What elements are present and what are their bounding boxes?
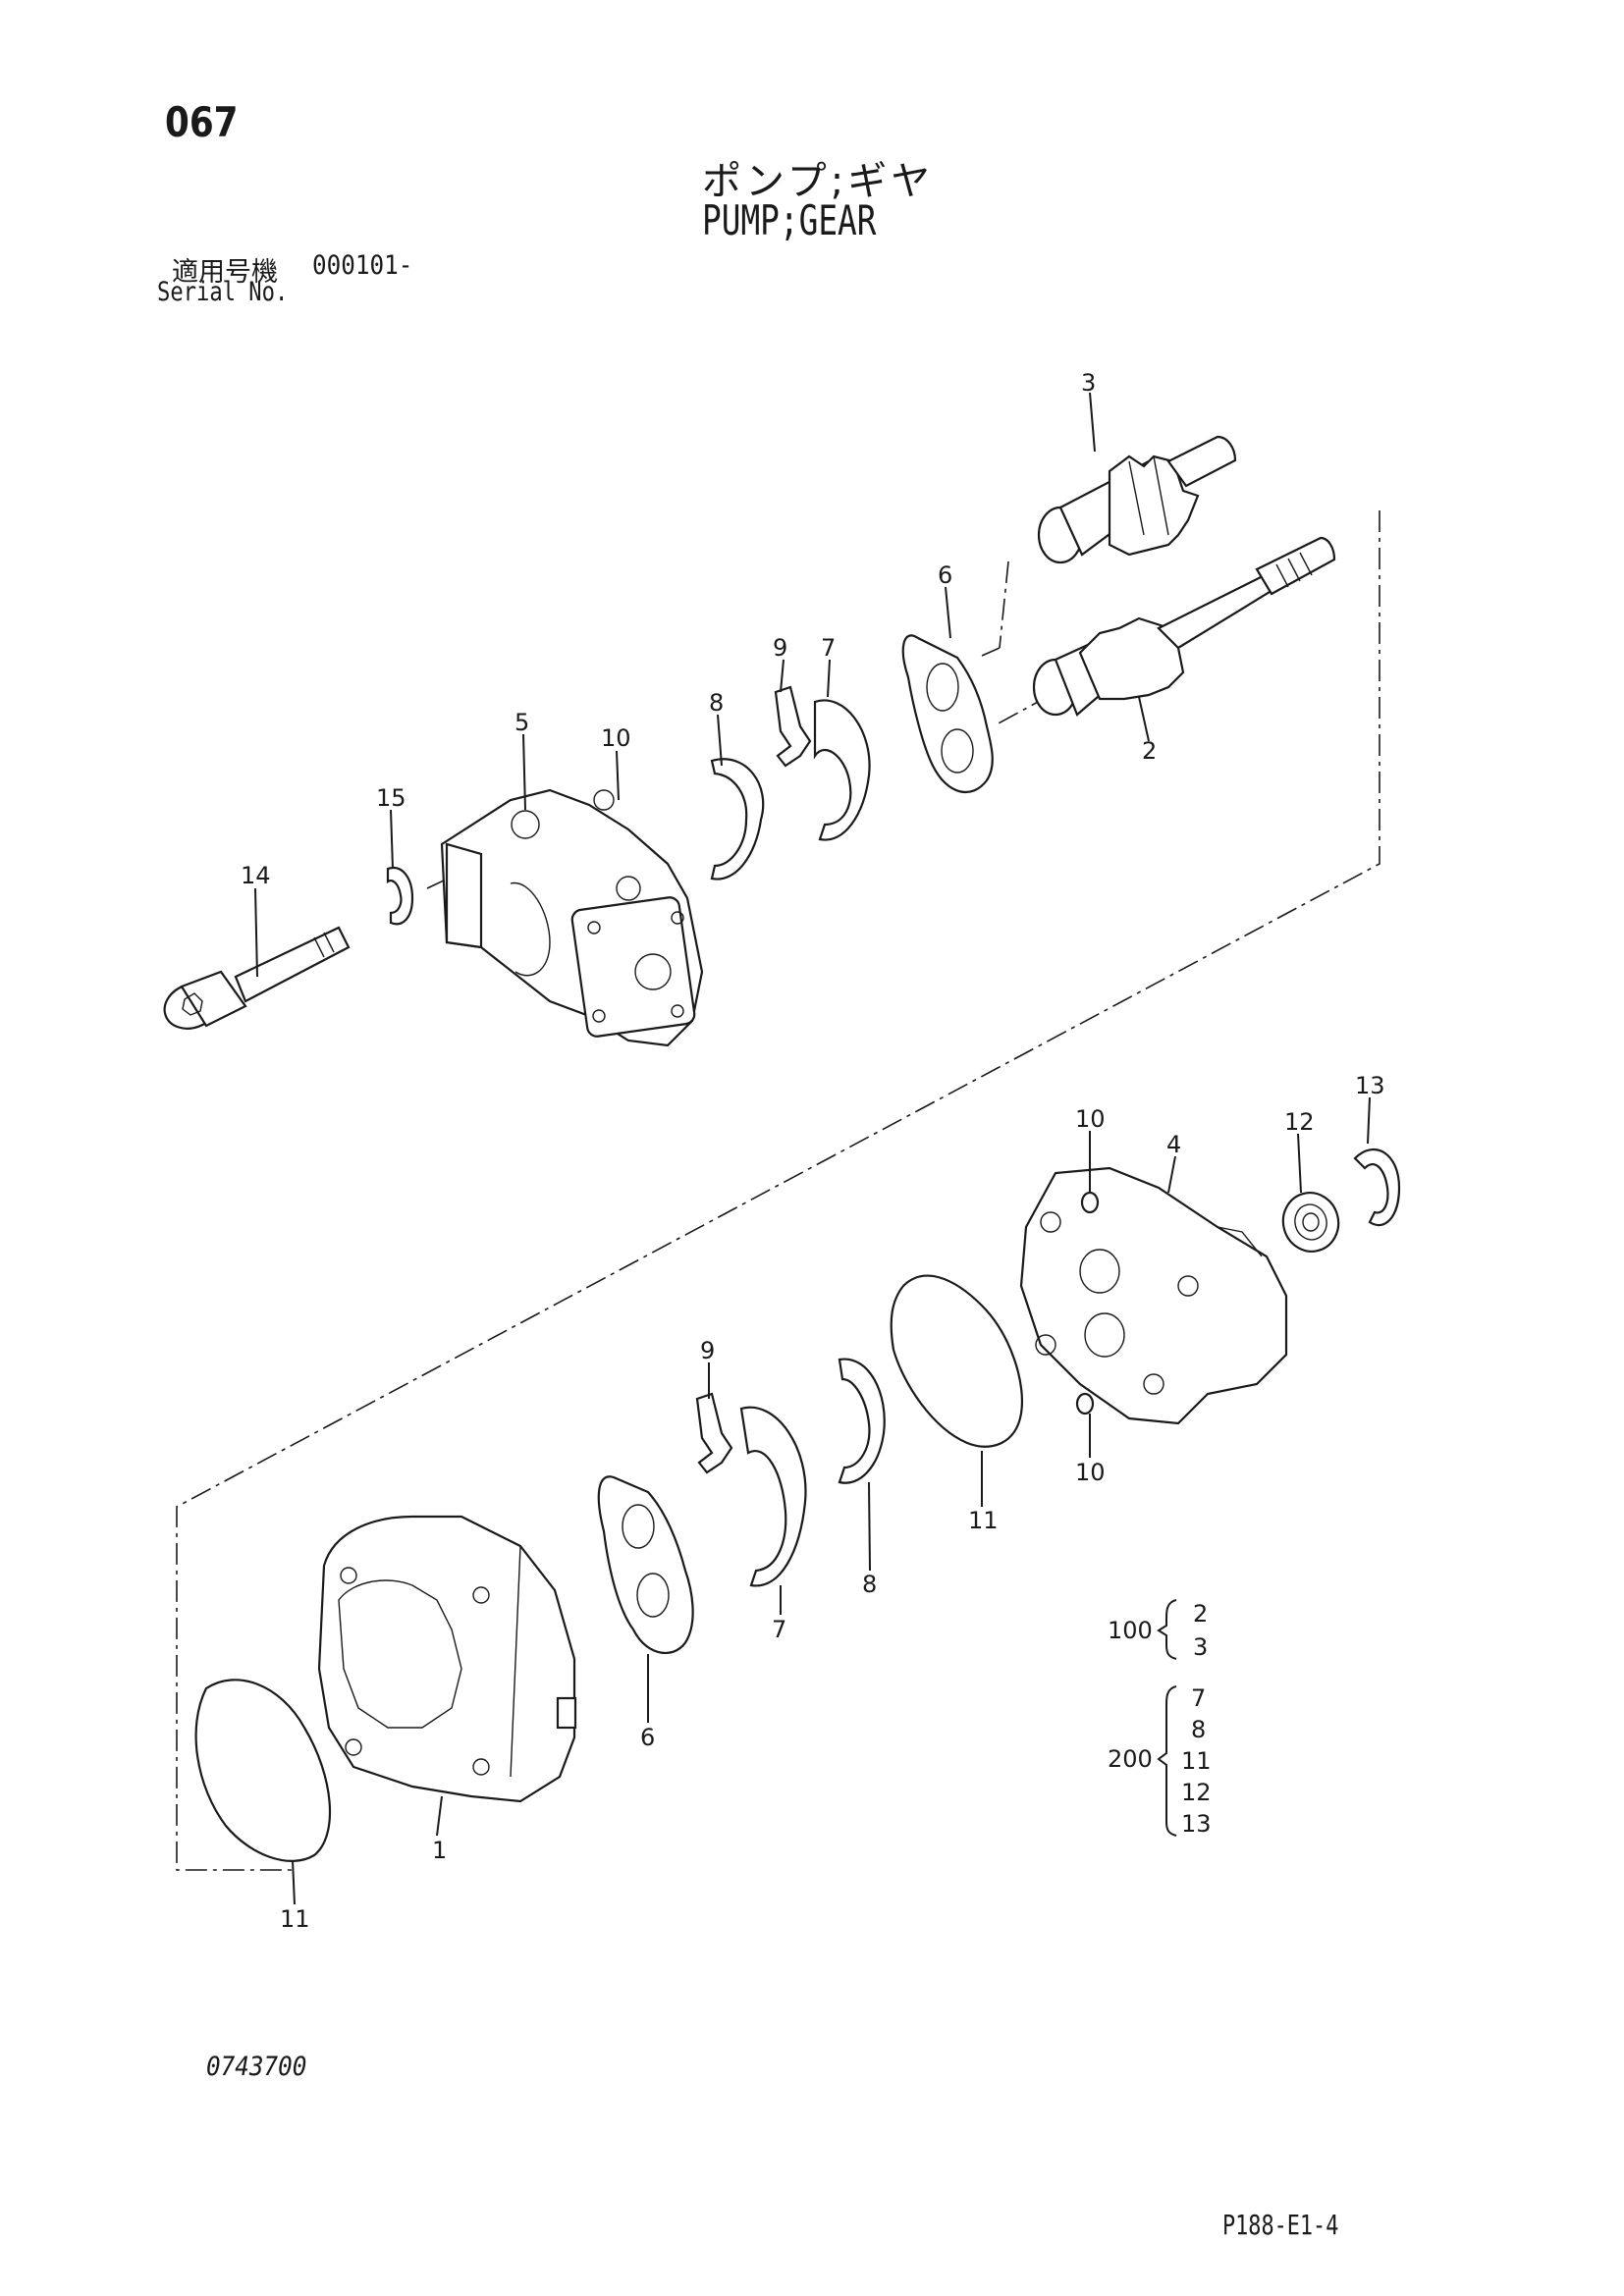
snap-ring-13 bbox=[1353, 1148, 1401, 1227]
bearing-12 bbox=[1281, 1192, 1340, 1253]
callout-10: 10 bbox=[601, 724, 631, 752]
kit-200-part: 7 bbox=[1191, 1684, 1206, 1712]
kit-200-part: 12 bbox=[1181, 1779, 1212, 1806]
gear-3 bbox=[1037, 435, 1237, 564]
washer-15 bbox=[386, 866, 414, 926]
kit-table: 100 2 3 200 7 8 11 12 13 bbox=[1108, 1599, 1212, 1838]
callout-7: 7 bbox=[821, 634, 836, 662]
kit-200-code: 200 bbox=[1108, 1745, 1153, 1773]
leader-lines bbox=[254, 392, 1371, 1905]
clip-9-upper bbox=[774, 685, 812, 768]
callout-4: 4 bbox=[1166, 1131, 1181, 1158]
page-number: 067 bbox=[165, 98, 239, 146]
assembly-boundary-line bbox=[176, 510, 1380, 1871]
serial-label-english: Serial No. bbox=[157, 277, 289, 307]
callout-6: 6 bbox=[640, 1724, 655, 1751]
front-cover-5 bbox=[440, 788, 704, 1047]
callout-2: 2 bbox=[1142, 737, 1157, 765]
callout-1: 1 bbox=[432, 1837, 447, 1864]
callout-11: 11 bbox=[968, 1507, 999, 1534]
callout-14: 14 bbox=[241, 862, 271, 889]
callout-10: 10 bbox=[1075, 1459, 1106, 1486]
side-plate-6-lower bbox=[597, 1475, 694, 1654]
backup-ring-7-upper bbox=[813, 699, 871, 841]
kit-200-part: 13 bbox=[1181, 1810, 1212, 1838]
clip-9-lower bbox=[695, 1392, 733, 1474]
kit-100-code: 100 bbox=[1108, 1617, 1153, 1644]
callout-15: 15 bbox=[376, 784, 406, 812]
bolt-14 bbox=[163, 926, 351, 1030]
title-japanese: ポンプ;ギヤ bbox=[702, 159, 935, 204]
callout-3: 3 bbox=[1081, 369, 1096, 397]
shaft-center-line bbox=[999, 561, 1009, 649]
callout-7: 7 bbox=[772, 1616, 786, 1643]
gear-shaft-2 bbox=[1032, 536, 1336, 717]
kit-100-part: 2 bbox=[1193, 1600, 1208, 1628]
callout-12: 12 bbox=[1284, 1108, 1315, 1136]
side-plate-6-upper bbox=[901, 634, 994, 794]
backup-ring-7-lower bbox=[739, 1406, 807, 1587]
figure-id: P188-E1-4 bbox=[1222, 2209, 1339, 2241]
kit-200-part: 11 bbox=[1181, 1747, 1212, 1775]
callout-6: 6 bbox=[938, 561, 952, 589]
callout-8: 8 bbox=[709, 689, 724, 717]
seal-8-lower bbox=[838, 1358, 886, 1484]
o-ring-11-upper bbox=[890, 1274, 1023, 1448]
callout-8: 8 bbox=[862, 1571, 877, 1598]
callout-9: 9 bbox=[773, 634, 787, 662]
callout-13: 13 bbox=[1355, 1072, 1385, 1099]
rear-cover-4 bbox=[1019, 1166, 1288, 1425]
callout-10: 10 bbox=[1075, 1105, 1106, 1133]
kit-100-part: 3 bbox=[1193, 1633, 1208, 1661]
o-ring-11-lower bbox=[194, 1679, 332, 1862]
seal-8-upper bbox=[710, 758, 765, 881]
callout-5: 5 bbox=[514, 709, 529, 736]
title-english: PUMP;GEAR bbox=[702, 196, 877, 244]
callout-9: 9 bbox=[700, 1337, 715, 1364]
kit-200-part: 8 bbox=[1191, 1716, 1206, 1743]
serial-label-japanese: 適用号機 bbox=[172, 257, 278, 288]
callout-11: 11 bbox=[280, 1905, 310, 1933]
drawing-code: 0743700 bbox=[206, 2052, 307, 2082]
serial-number-value: 000101- bbox=[312, 250, 413, 281]
pump-body-1 bbox=[317, 1515, 577, 1803]
